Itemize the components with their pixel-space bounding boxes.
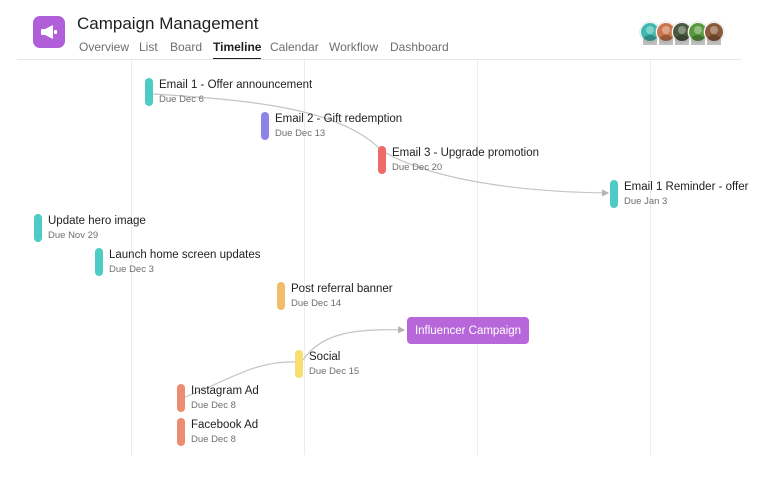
timeline-task[interactable]: Email 2 - Gift redemption Due Dec 13 (261, 112, 431, 142)
dependency-arrow (152, 93, 610, 197)
task-name: Launch home screen updates (109, 249, 261, 261)
task-name: Facebook Ad (191, 419, 259, 431)
timeline-task[interactable]: Social Due Dec 15 (295, 350, 385, 380)
tab-overview[interactable]: Overview (79, 40, 130, 54)
timeline-task[interactable]: Email 1 - Offer announcement Due Dec 6 (145, 78, 325, 108)
tab-timeline[interactable]: Timeline (213, 40, 262, 60)
task-due-date: Due Dec 3 (109, 264, 154, 275)
avatar[interactable] (656, 22, 676, 45)
task-name: Instagram Ad (191, 385, 259, 397)
tab-board[interactable]: Board (170, 40, 203, 54)
avatar[interactable] (704, 22, 724, 45)
timeline-task[interactable]: Facebook Ad Due Dec 8 (177, 418, 277, 448)
task-due-date: Due Dec 14 (291, 298, 342, 309)
task-bar[interactable] (378, 146, 386, 174)
dependency-arrow (184, 361, 299, 398)
tab-dashboard[interactable]: Dashboard (390, 40, 449, 54)
project-title: Campaign Management (77, 14, 259, 33)
task-name: Social (309, 351, 341, 363)
dependency-arrow (302, 326, 406, 361)
timeline-task[interactable]: Post referral banner Due Dec 14 (277, 282, 407, 312)
task-bar[interactable] (277, 282, 285, 310)
task-due-date: Due Jan 3 (624, 196, 668, 207)
task-bar[interactable] (610, 180, 618, 208)
timeline-canvas: Email 1 - Offer announcement Due Dec 6 E… (0, 60, 749, 455)
task-bar[interactable] (177, 384, 185, 412)
task-name: Email 1 - Offer announcement (159, 79, 313, 91)
week-gridline (131, 60, 132, 455)
task-bar[interactable] (95, 248, 103, 276)
tab-workflow[interactable]: Workflow (329, 40, 379, 54)
task-bar[interactable] (261, 112, 269, 140)
task-bar[interactable] (295, 350, 303, 378)
header-divider (17, 59, 741, 60)
timeline-task[interactable]: Email 1 Reminder - offer Due Jan 3 (610, 180, 749, 210)
project-members[interactable] (640, 22, 724, 45)
task-name: Post referral banner (291, 283, 393, 295)
task-name: Update hero image (48, 215, 146, 227)
avatar[interactable] (640, 22, 660, 45)
task-due-date: Due Nov 29 (48, 230, 99, 241)
project-icon[interactable] (33, 16, 65, 48)
task-name: Email 3 - Upgrade promotion (392, 147, 540, 159)
task-due-date: Due Dec 8 (191, 400, 236, 411)
task-name: Email 2 - Gift redemption (275, 113, 403, 125)
timeline-task[interactable]: Email 3 - Upgrade promotion Due Dec 20 (378, 146, 558, 176)
week-gridline (304, 60, 305, 455)
tab-calendar[interactable]: Calendar (270, 40, 319, 54)
timeline-task[interactable]: Instagram Ad Due Dec 8 (177, 384, 277, 414)
task-bar[interactable] (34, 214, 42, 242)
task-bar[interactable] (145, 78, 153, 106)
megaphone-icon (41, 25, 57, 39)
task-due-date: Due Dec 13 (275, 128, 326, 139)
task-due-date: Due Dec 20 (392, 162, 443, 173)
task-due-date: Due Dec 6 (159, 94, 204, 105)
task-due-date: Due Dec 15 (309, 366, 360, 377)
week-gridline (477, 60, 478, 455)
timeline-task[interactable]: Update hero image Due Nov 29 (34, 214, 164, 244)
task-bar[interactable] (177, 418, 185, 446)
week-gridline (650, 60, 651, 455)
tab-list[interactable]: List (139, 40, 158, 54)
milestone-influencer-campaign[interactable]: Influencer Campaign (407, 317, 529, 344)
task-name: Email 1 Reminder - offer (624, 181, 749, 193)
task-due-date: Due Dec 8 (191, 434, 236, 445)
timeline-task[interactable]: Launch home screen updates Due Dec 3 (95, 248, 270, 278)
